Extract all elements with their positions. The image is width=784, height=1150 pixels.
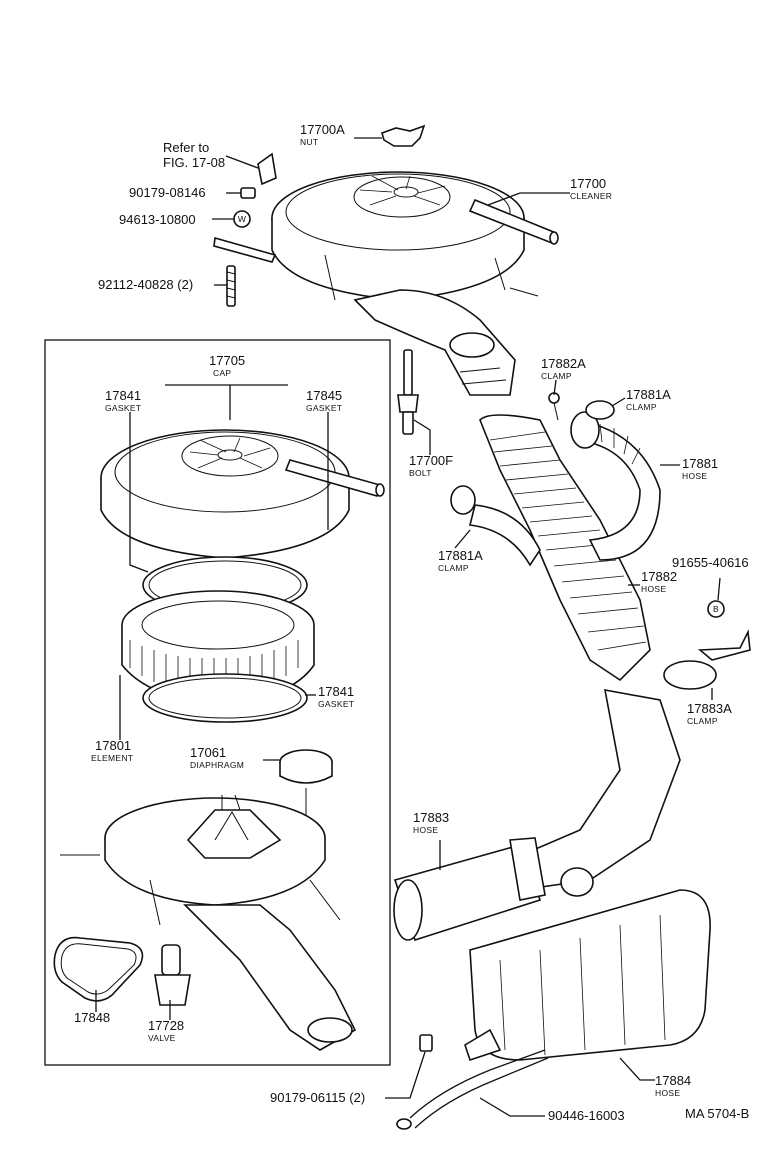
label-gasket-right-name: GASKET [306, 403, 342, 413]
label-hose-17884-number: 17884 [655, 1073, 691, 1088]
label-element-number: 17801 [95, 738, 131, 753]
label-gasket-left-number: 17841 [105, 388, 141, 403]
label-17848: 17848 [74, 1010, 110, 1025]
label-hose-17884-name: HOSE [655, 1088, 680, 1098]
label-clamp-17881a-top-name: CLAMP [626, 402, 657, 412]
label-hose-17881-number: 17881 [682, 456, 718, 471]
label-diaphragm-name: DIAPHRAGM [190, 760, 244, 770]
label-ref-code: MA 5704-B [685, 1106, 749, 1121]
air-cleaner-assembly: W [213, 124, 559, 396]
label-valve-number: 17728 [148, 1018, 184, 1033]
label-clamp-17881a-top-number: 17881A [626, 387, 671, 402]
label-gasket-lower-name: GASKET [318, 699, 354, 709]
valve-part [154, 944, 191, 1006]
label-hose-17882-number: 17882 [641, 569, 677, 584]
label-clamp-17882a-number: 17882A [541, 356, 586, 371]
lower-case-part [60, 794, 357, 1051]
label-nut-name: NUT [300, 137, 318, 147]
exploded-view-frame [44, 339, 391, 1066]
label-hose-17883-name: HOSE [413, 825, 438, 835]
hose-17884-muffler [396, 889, 711, 1130]
callout-labels: 17700A NUT Refer to FIG. 17-08 90179-081… [74, 122, 749, 1123]
label-gasket-left-name: GASKET [105, 403, 141, 413]
label-hose-17882-name: HOSE [641, 584, 666, 594]
cap-part [100, 429, 385, 559]
label-bolt-number: 17700F [409, 453, 453, 468]
hose-17883 [393, 689, 681, 942]
label-clamp-17882a-name: CLAMP [541, 371, 572, 381]
label-cleaner-number: 17700 [570, 176, 606, 191]
label-element-name: ELEMENT [91, 753, 133, 763]
label-cap-name: CAP [213, 368, 231, 378]
diaphragm-part [279, 749, 333, 831]
label-gasket-right-number: 17845 [306, 388, 342, 403]
label-hose-17881-name: HOSE [682, 471, 707, 481]
leader-lines [95, 137, 721, 1117]
label-91655-40616: 91655-40616 [672, 555, 749, 570]
label-clamp-17881a-low-name: CLAMP [438, 563, 469, 573]
label-clamp-17881a-low-number: 17881A [438, 548, 483, 563]
label-94613-10800: 94613-10800 [119, 212, 196, 227]
label-90179-08146: 90179-08146 [129, 185, 206, 200]
label-90446-16003: 90446-16003 [548, 1108, 625, 1123]
gasket-17841-lower [142, 673, 308, 723]
hose-17881 [570, 411, 661, 561]
bolt-17700f [397, 349, 419, 435]
label-clamp-17883a-name: CLAMP [687, 716, 718, 726]
clamp-parts: B [548, 392, 751, 690]
label-clamp-17883a-number: 17883A [687, 701, 732, 716]
label-bolt-name: BOLT [409, 468, 432, 478]
label-nut-number: 17700A [300, 122, 345, 137]
label-diaphragm-number: 17061 [190, 745, 226, 760]
label-hose-17883-number: 17883 [413, 810, 449, 825]
label-90179-06115: 90179-06115 (2) [270, 1090, 365, 1105]
label-gasket-lower-number: 17841 [318, 684, 354, 699]
hose-short-left [450, 485, 541, 567]
label-refer-line2: FIG. 17-08 [163, 155, 225, 170]
w-symbol: W [238, 214, 246, 224]
label-cleaner-name: CLEANER [570, 191, 612, 201]
hose-17882 [479, 414, 651, 682]
label-92112-40828: 92112-40828 (2) [98, 277, 193, 292]
label-refer-line1: Refer to [163, 140, 209, 155]
b-symbol: B [713, 604, 719, 614]
label-cap-number: 17705 [209, 353, 245, 368]
label-valve-name: VALVE [148, 1033, 176, 1043]
gasket-17848 [53, 936, 144, 1002]
